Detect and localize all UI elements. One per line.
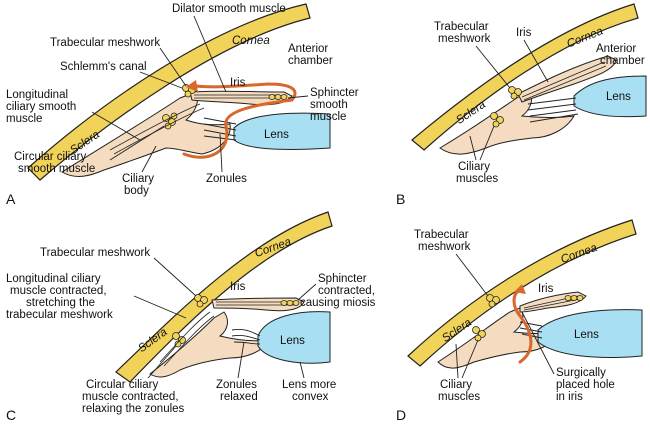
label-trabecular-1: Trabecular — [434, 21, 489, 33]
circular-muscle-knot — [490, 112, 504, 128]
label-anterior-1: Anterior — [596, 43, 636, 55]
label-iris: Iris — [538, 283, 554, 295]
label-sphincter-3: causing miosis — [300, 297, 376, 309]
panel-a-letter: A — [6, 191, 16, 207]
label-ciliary-2: muscles — [456, 173, 498, 185]
label-circular-2: smooth muscle — [18, 163, 95, 175]
panel-a: Dilator smooth muscle Cornea Trabecular … — [6, 3, 359, 207]
label-trabecular: Trabecular meshwork — [40, 247, 150, 259]
sclera-band — [411, 3, 639, 151]
label-lens: Lens — [606, 91, 631, 103]
label-trabecular-2: meshwork — [418, 241, 471, 253]
label-longitudinal-1: Longitudinal — [6, 89, 68, 101]
label-circular-1: Circular ciliary — [14, 151, 86, 163]
label-surgical-2: placed hole — [556, 379, 615, 391]
label-sphincter-2: contracted, — [318, 285, 375, 297]
label-sphincter-3: muscle — [310, 111, 346, 123]
label-longitudinal-3: muscle — [6, 113, 42, 125]
label-dilator: Dilator smooth muscle — [172, 3, 286, 15]
longitudinal-fibers — [159, 311, 215, 367]
label-anterior-1: Anterior — [288, 43, 328, 55]
trabecular-meshwork-knot — [486, 294, 500, 308]
label-surgical-1: Surgically — [556, 367, 606, 379]
label-longitudinal-3: stretching the — [26, 297, 95, 309]
label-sphincter-1: Sphincter — [310, 87, 359, 99]
panel-c-letter: C — [6, 407, 16, 423]
label-ciliary-body-1: Ciliary — [122, 173, 154, 185]
dilator-fibers — [194, 94, 280, 99]
zonules — [527, 97, 579, 123]
panel-c: Cornea Trabecular meshwork Longitudinal … — [6, 211, 376, 423]
sclera-band — [115, 211, 333, 383]
sclera-band — [407, 219, 637, 367]
iridotomy-flow-arrow — [512, 288, 533, 364]
label-circular-3: relaxing the zonules — [82, 403, 185, 415]
label-longitudinal-4: trabecular meshwork — [6, 309, 113, 321]
label-longitudinal-2: ciliary smooth — [6, 101, 76, 113]
label-iris: Iris — [230, 77, 246, 89]
sphincter-cluster — [280, 300, 300, 306]
label-anterior-2: chamber — [288, 55, 333, 67]
trabecular-meshwork-knot — [194, 294, 208, 308]
label-iris: Iris — [516, 27, 532, 39]
zonules — [231, 329, 261, 345]
lens — [257, 311, 331, 364]
label-surgical-3: in iris — [556, 391, 583, 403]
iris-fibers — [521, 61, 607, 101]
label-lens: Lens — [264, 129, 289, 141]
sphincter-cluster — [268, 94, 288, 100]
label-anterior-2: chamber — [600, 55, 645, 67]
panel-d: Trabecular meshwork Cornea Iris Sclera L… — [396, 219, 643, 423]
panel-b-letter: B — [396, 191, 405, 207]
sclera-band — [27, 3, 311, 181]
label-trabecular-1: Trabecular — [414, 229, 469, 241]
label-sphincter-2: smooth — [310, 99, 348, 111]
label-lens: Lens — [574, 329, 599, 341]
label-zonules-2: relaxed — [220, 391, 258, 403]
aqueous-flow-arrowhead — [186, 80, 198, 92]
label-zonules-1: Zonules — [216, 379, 257, 391]
lens — [537, 309, 643, 358]
label-longitudinal-1: Longitudinal ciliary — [6, 273, 101, 285]
panel-b: Trabecular meshwork Iris Cornea Anterior… — [396, 3, 647, 207]
label-ciliary-1: Ciliary — [440, 379, 472, 391]
label-ciliary-body-2: body — [124, 185, 149, 197]
label-circular-1: Circular ciliary — [86, 379, 158, 391]
sphincter-cluster — [564, 295, 584, 301]
label-lens-convex-2: convex — [292, 391, 329, 403]
trabecular-meshwork-knot — [508, 86, 522, 100]
label-trabecular: Trabecular meshwork — [50, 37, 160, 49]
label-longitudinal-2: muscle contracted, — [10, 285, 107, 297]
label-sphincter-1: Sphincter — [318, 273, 367, 285]
label-zonules: Zonules — [206, 173, 247, 185]
lens — [573, 75, 647, 118]
label-ciliary-1: Ciliary — [458, 161, 490, 173]
aqueous-flow-arrow — [182, 82, 297, 159]
label-trabecular-2: meshwork — [438, 33, 491, 45]
circular-muscle-knot — [172, 332, 186, 348]
iridotomy-flow-arrowhead — [514, 284, 526, 294]
ciliary-body — [61, 91, 231, 177]
label-ciliary-2: muscles — [438, 391, 480, 403]
label-circular-2: muscle contracted, — [82, 391, 179, 403]
label-lens: Lens — [280, 335, 305, 347]
iris — [211, 297, 305, 312]
label-schlemm: Schlemm's canal — [60, 61, 147, 73]
ciliary-body — [439, 91, 575, 155]
label-iris: Iris — [230, 281, 246, 293]
label-lens-convex-1: Lens more — [282, 379, 336, 391]
label-cornea: Cornea — [232, 35, 270, 47]
panel-d-letter: D — [396, 407, 406, 423]
longitudinal-fibers — [109, 103, 205, 155]
lens — [233, 112, 331, 151]
circular-muscle-knot — [472, 326, 486, 342]
